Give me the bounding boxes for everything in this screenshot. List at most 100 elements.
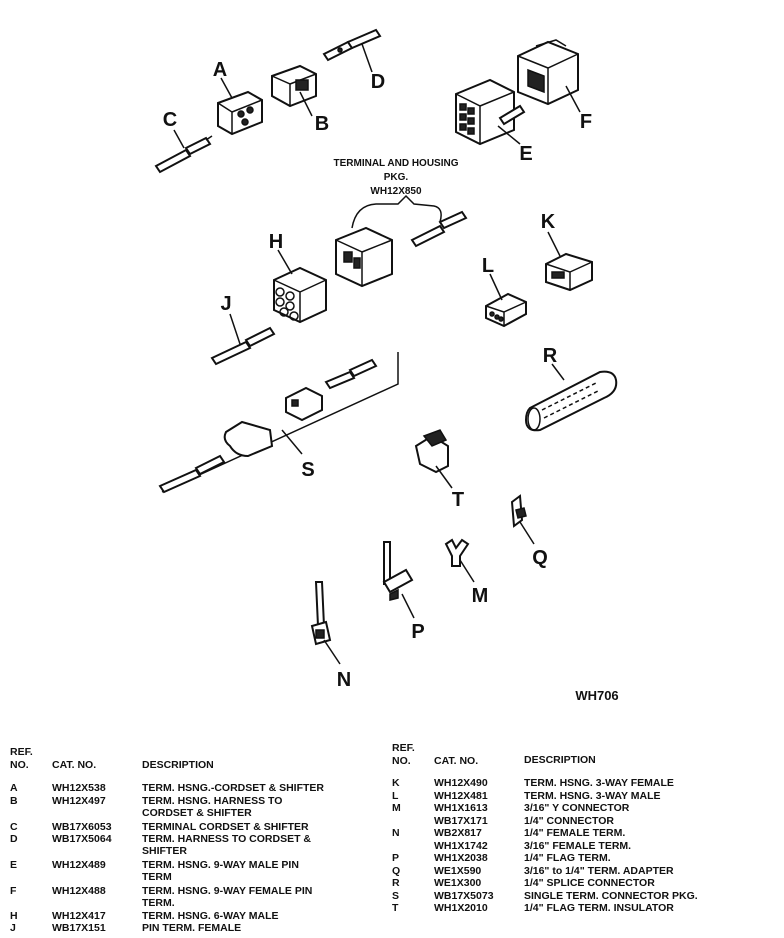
part-t-flag-insulator [414, 429, 449, 474]
header-ref: REF. NO. [392, 742, 415, 767]
header-ref-line1: REF. [392, 742, 415, 754]
part-r-splice-connector [524, 370, 618, 432]
part-l-housing-3way-male [485, 292, 527, 328]
leader-lines [173, 43, 581, 665]
callout-q: Q [532, 547, 548, 569]
row-desc: TERM. HSNG. 6-WAY MALE [142, 910, 279, 922]
part-f-housing-9way-female [517, 39, 579, 106]
row-ref: L [392, 789, 399, 802]
row-desc: 1/4" FLAG TERM. INSULATOR [524, 902, 674, 914]
row-cat: WH1X2038 [434, 852, 488, 864]
row-cat: WH1X1742 [434, 839, 488, 852]
row-desc: TERM. HSNG.-CORDSET & SHIFTER [142, 782, 325, 794]
row-cat: WH12X489 [52, 859, 106, 871]
header-ref-line1: REF. [10, 746, 33, 758]
row-ref: D [10, 833, 18, 845]
callout-d: D [371, 71, 385, 93]
header-cat: CAT. NO. [52, 759, 97, 771]
row-desc-cont: CORDSET & SHIFTER [142, 807, 252, 819]
figure-reference: WH706 [575, 688, 618, 703]
parts-table-right-rows: K WH12X490 TERM. HSNG. 3-WAY FEMALE L WH12X4… [392, 777, 772, 922]
package-label-line3: WH12X850 [370, 186, 422, 197]
part-c-terminal [154, 135, 213, 174]
header-description: DESCRIPTION [524, 754, 596, 766]
row-desc: 3/16" to 1/4" TERM. ADAPTER [524, 864, 674, 877]
part-d-terminal [322, 28, 382, 62]
parts-table-left: REF. NO. CAT. NO. DESCRIPTION A WH12X538… [10, 746, 390, 936]
callout-h: H [269, 231, 283, 253]
header-description: DESCRIPTION [142, 759, 214, 771]
row-ref: M [392, 802, 401, 814]
row-cat: WB17X5064 [52, 833, 112, 845]
part-m-y-connector [444, 538, 470, 567]
callout-e: E [519, 143, 532, 165]
header-ref-line2: NO. [10, 758, 29, 771]
part-a-housing [217, 90, 263, 136]
parts-diagram: A B C D E F H J K L R S T Q M P N TERMIN… [154, 28, 619, 703]
row-desc: 1/4" CONNECTOR [524, 814, 614, 827]
row-desc: SINGLE TERM. CONNECTOR PKG. [524, 889, 698, 902]
row-desc: PIN TERM. FEMALE [142, 922, 242, 934]
part-s-connector-pkg [158, 352, 399, 494]
row-desc: TERM. HSNG. 3-WAY FEMALE [524, 777, 674, 789]
row-desc: TERM. HSNG. 9-WAY MALE PIN [142, 859, 299, 871]
callout-f: F [580, 111, 592, 133]
callout-t: T [452, 489, 464, 511]
row-desc: TERM. HARNESS TO CORDSET & [142, 833, 311, 845]
header-ref: REF. NO. [10, 746, 33, 771]
row-desc: 1/4" FLAG TERM. [524, 852, 611, 864]
callout-b: B [315, 113, 329, 135]
row-ref: R [392, 877, 400, 889]
row-ref: K [392, 777, 400, 789]
callout-r: R [543, 345, 558, 367]
callout-c: C [163, 109, 177, 131]
row-desc: TERM. HSNG. 9-WAY FEMALE PIN [142, 885, 313, 897]
row-ref: T [392, 902, 399, 914]
row-desc-cont: TERM. [142, 897, 175, 909]
part-e-housing-9way-male [455, 78, 526, 146]
row-ref: B [10, 795, 18, 807]
row-ref: N [392, 827, 400, 839]
row-desc-cont: SHIFTER [142, 845, 187, 857]
parts-table-right: REF. NO. CAT. NO. DESCRIPTION [392, 742, 772, 922]
row-desc: TERM. HSNG. HARNESS TO [142, 795, 283, 807]
package-terminal [351, 194, 468, 248]
row-desc: 3/16" FEMALE TERM. [524, 839, 632, 852]
row-ref: H [10, 910, 18, 922]
row-cat: WB17X151 [52, 922, 106, 934]
row-cat: WB17X6053 [52, 821, 112, 833]
row-ref: Q [392, 864, 401, 877]
row-cat: WB2X817 [434, 827, 482, 839]
part-p-flag-terminal [382, 541, 414, 601]
row-desc: TERM. HSNG. 3-WAY MALE [524, 789, 661, 802]
part-h-housing-6way-male [273, 266, 327, 324]
part-n-female-terminal [310, 581, 332, 646]
row-ref: A [10, 782, 18, 794]
row-ref: E [10, 859, 18, 871]
row-cat: WE1X590 [434, 864, 482, 877]
row-desc: TERMINAL CORDSET & SHIFTER [142, 821, 309, 833]
row-cat: WH12X488 [52, 885, 106, 897]
row-cat: WH12X417 [52, 910, 106, 922]
row-desc: 1/4" SPLICE CONNECTOR [524, 877, 655, 889]
row-cat: WB17X5073 [434, 889, 494, 902]
row-cat: WH1X1613 [434, 802, 488, 814]
header-cat: CAT. NO. [434, 755, 479, 767]
row-ref: P [392, 852, 400, 864]
part-q-adapter [510, 494, 527, 528]
row-cat: WH12X490 [434, 777, 488, 789]
row-cat: WH12X538 [52, 782, 106, 794]
row-cat: WH1X2010 [434, 902, 488, 914]
callout-m: M [472, 585, 489, 607]
package-housing [335, 226, 393, 288]
package-label-line2: PKG. [384, 172, 409, 183]
row-ref: F [10, 885, 17, 897]
row-cat: WH12X481 [434, 789, 488, 802]
row-ref: J [10, 922, 16, 934]
callout-p: P [411, 621, 424, 643]
package-label-line1: TERMINAL AND HOUSING [334, 158, 459, 169]
part-b-housing [271, 64, 317, 108]
callout-a: A [213, 59, 227, 81]
row-desc-cont: TERM [142, 871, 172, 883]
callout-l: L [482, 255, 494, 277]
